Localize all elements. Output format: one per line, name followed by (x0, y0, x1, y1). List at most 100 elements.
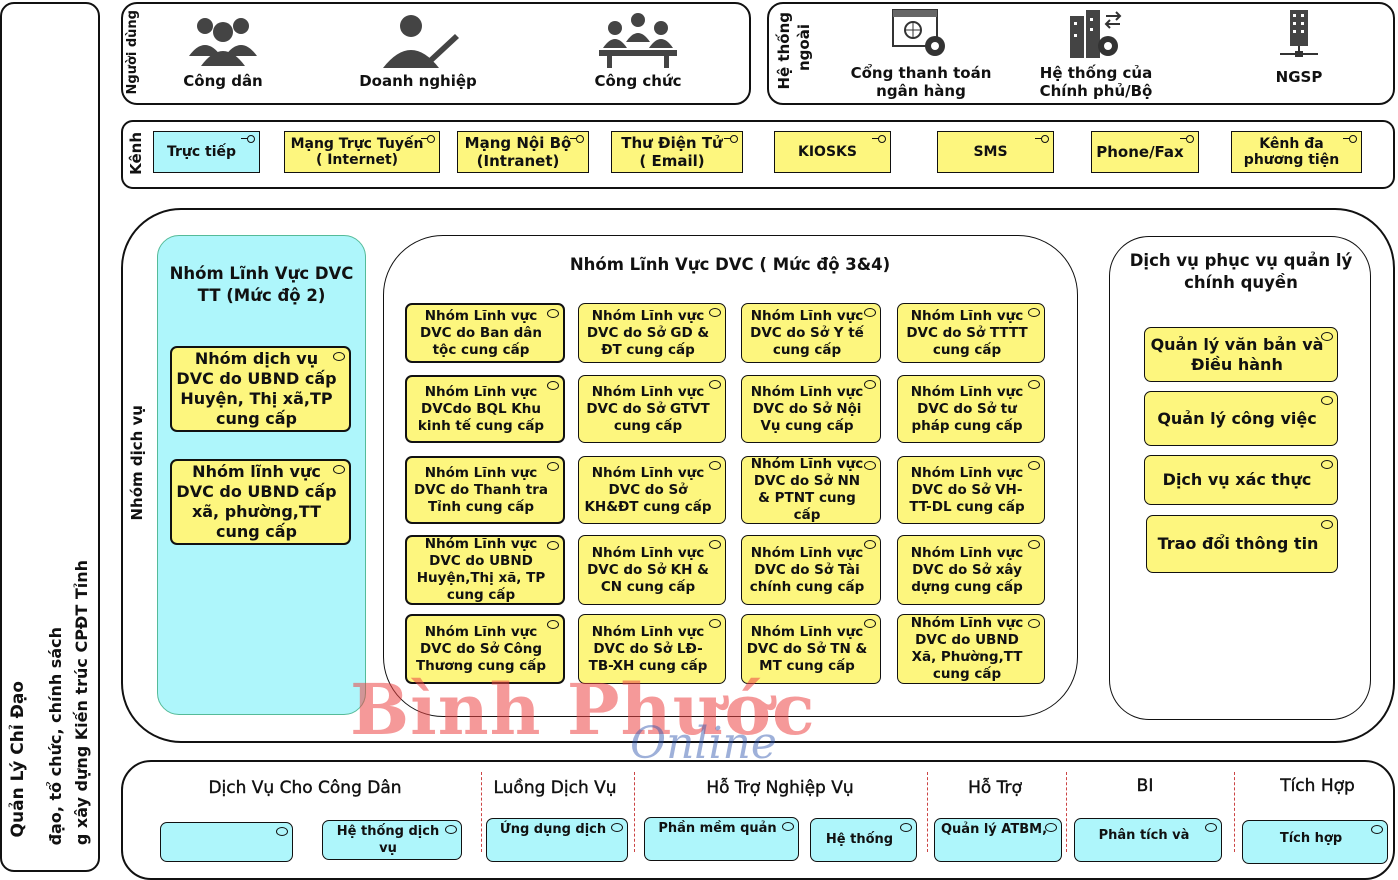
level34-service-label: Nhóm Lĩnh vực DVC do Sở Công Thương cung… (415, 623, 547, 674)
channel-email[interactable]: Thư Điện Tử( Email) (611, 131, 743, 173)
port-icon (1035, 135, 1049, 143)
level34-service-label: Nhóm Lĩnh vực DVC do Sở NN & PTNT cung c… (750, 456, 864, 523)
level34-service-label: Nhóm Lĩnh vực DVC do UBND Huyện,Thị xã, … (416, 536, 546, 603)
port-icon (864, 461, 876, 470)
level34-service-box[interactable]: Nhóm Lĩnh vực DVC do UBND Huyện,Thị xã, … (405, 535, 565, 605)
user-officer-label: Công chức (594, 72, 682, 90)
level34-service-box[interactable]: Nhóm Lĩnh vực DVC do UBND Xã, Phường,TT … (897, 614, 1045, 684)
meeting-group-icon (599, 13, 677, 68)
level34-service-box[interactable]: Nhóm Lĩnh vực DVC do Sở TTTT cung cấp (897, 303, 1045, 363)
user-business: Doanh nghiệp (353, 12, 483, 90)
level34-service-box[interactable]: Nhóm Lĩnh vực DVC do Sở Công Thương cung… (405, 614, 565, 684)
level34-service-label: Nhóm Lĩnh vực DVC do Sở xây dựng cung cấ… (910, 544, 1024, 595)
port-icon (241, 135, 255, 143)
level34-service-box[interactable]: Nhóm Lĩnh vực DVC do Sở NN & PTNT cung c… (741, 456, 881, 524)
level34-service-box[interactable]: Nhóm Lĩnh vực DVC do Sở Tài chính cung c… (741, 535, 881, 605)
bottom-box-integration[interactable]: Tích hợp (1242, 820, 1388, 864)
port-icon (1028, 380, 1040, 389)
level34-service-box[interactable]: Nhóm Lĩnh vực DVC do Thanh tra Tỉnh cung… (405, 456, 565, 524)
channel-intranet[interactable]: Mạng Nội Bộ(Intranet) (457, 131, 589, 173)
port-icon (709, 619, 721, 628)
level34-service-box[interactable]: Nhóm Lĩnh vực DVC do Sở GTVT cung cấp (578, 375, 726, 443)
port-icon (547, 541, 559, 550)
port-icon (709, 308, 721, 317)
level34-service-box[interactable]: Nhóm Lĩnh vực DVC do Sở Y tế cung cấp (741, 303, 881, 363)
level34-service-box[interactable]: Nhóm Lĩnh vực DVC do Sở VH-TT-DL cung cấ… (897, 456, 1045, 524)
level2-service-district[interactable]: Nhóm dịch vụ DVC do UBND cấp Huyện, Thị … (170, 346, 351, 432)
port-icon (1321, 520, 1333, 529)
left-label-sub2: g xây dựng Kiến trúc CPĐT Tỉnh (72, 559, 91, 845)
management-work[interactable]: Quản lý công việc (1144, 391, 1338, 446)
channel-internet[interactable]: Mạng Trực Tuyến( Internet) (284, 131, 440, 173)
web-gear-icon (892, 9, 945, 56)
port-icon (547, 620, 559, 629)
level34-service-label: Nhóm Lĩnh vực DVC do Sở GTVT cung cấp (586, 383, 710, 434)
bottom-box-citizen-2[interactable]: Hệ thống dịch vụ (322, 820, 462, 860)
port-icon (1045, 823, 1057, 832)
level34-service-box[interactable]: Nhóm Lĩnh vực DVC do Sở Nội Vụ cung cấp (741, 375, 881, 443)
bottom-header-bi: BI (1136, 776, 1154, 796)
level34-service-label: Nhóm Lĩnh vực DVCdo BQL Khu kinh tế cung… (417, 383, 545, 434)
bottom-header-flow: Luồng Dịch Vụ (493, 778, 617, 798)
port-icon (724, 135, 738, 143)
port-icon (709, 461, 721, 470)
port-icon (547, 309, 559, 318)
citizen-group-icon (189, 18, 257, 66)
bottom-header-business: Hỗ Trợ Nghiệp Vụ (706, 778, 854, 798)
separator (481, 772, 482, 852)
level34-service-box[interactable]: Nhóm Lĩnh vực DVCdo BQL Khu kinh tế cung… (405, 375, 565, 443)
building-network-icon (1280, 10, 1318, 57)
level2-service-commune[interactable]: Nhóm lĩnh vực DVC do UBND cấp xã, phường… (170, 459, 351, 545)
level34-service-label: Nhóm Lĩnh vực DVC do Sở LĐ-TB-XH cung cấ… (588, 623, 708, 674)
bottom-box-bi[interactable]: Phân tích và (1074, 818, 1222, 862)
bottom-header-support: Hỗ Trợ (968, 778, 1022, 798)
level34-service-box[interactable]: Nhóm Lĩnh vực DVC do Sở xây dựng cung cấ… (897, 535, 1045, 605)
port-icon (900, 823, 912, 832)
level34-service-box[interactable]: Nhóm Lĩnh vực DVC do Sở KH & CN cung cấp (578, 535, 726, 605)
level34-service-box[interactable]: Nhóm Lĩnh vực DVC do Sở LĐ-TB-XH cung cấ… (578, 614, 726, 684)
level34-service-label: Nhóm Lĩnh vực DVC do UBND Xã, Phường,TT … (910, 615, 1024, 682)
level34-service-label: Nhóm Lĩnh vực DVC do Sở KH & CN cung cấp (587, 544, 709, 595)
separator (634, 772, 635, 852)
management-document[interactable]: Quản lý văn bản và Điều hành (1144, 327, 1338, 382)
level34-service-box[interactable]: Nhóm Lĩnh vực DVC do Sở tư pháp cung cấp (897, 375, 1045, 443)
bottom-box-business-1[interactable]: Phần mềm quản (644, 817, 799, 861)
management-exchange[interactable]: Trao đổi thông tin (1146, 515, 1338, 573)
external-label-2: ngoài (795, 24, 813, 71)
bottom-box-flow[interactable]: Ứng dụng dịch (486, 818, 628, 862)
port-icon (547, 381, 559, 390)
channel-phone-fax[interactable]: Phone/Fax (1091, 131, 1199, 173)
port-icon (1180, 135, 1194, 143)
level34-service-box[interactable]: Nhóm Lĩnh vực DVC do Sở GD & ĐT cung cấp (578, 303, 726, 363)
level34-service-box[interactable]: Nhóm Lĩnh vực DVC do Ban dân tộc cung cấ… (405, 303, 565, 363)
separator (1066, 772, 1067, 852)
port-icon (709, 380, 721, 389)
ext-ngsp-label: NGSP (1275, 68, 1323, 86)
external-panel: Hệ thống ngoài Cổng thanh toán ngân hàng… (767, 2, 1395, 105)
port-icon (445, 825, 457, 834)
bottom-box-business-2[interactable]: Hệ thống (810, 818, 917, 862)
bottom-box-support[interactable]: Quản lý ATBM, (934, 818, 1062, 862)
channel-direct[interactable]: Trực tiếp (153, 131, 260, 173)
port-icon (333, 465, 345, 474)
ext-gov-label-1: Hệ thống của (1039, 64, 1153, 82)
bottom-box-citizen-1[interactable] (160, 822, 293, 862)
business-person-icon (383, 15, 459, 68)
ext-bank-label-1: Cổng thanh toán (850, 64, 992, 82)
port-icon (421, 135, 435, 143)
level34-service-label: Nhóm Lĩnh vực DVC do Sở VH-TT-DL cung cấ… (909, 464, 1025, 515)
service-group-panel (121, 208, 1395, 743)
management-authentication[interactable]: Dịch vụ xác thực (1144, 455, 1338, 505)
level34-service-label: Nhóm Lĩnh vực DVC do Thanh tra Tỉnh cung… (414, 464, 548, 515)
channel-sms[interactable]: SMS (937, 131, 1054, 173)
port-icon (709, 540, 721, 549)
level34-service-box[interactable]: Nhóm Lĩnh vực DVC do Sở TN & MT cung cấp (741, 614, 881, 684)
level34-service-box[interactable]: Nhóm Lĩnh vực DVC do Sở KH&ĐT cung cấp (578, 456, 726, 524)
level34-service-label: Nhóm Lĩnh vực DVC do Ban dân tộc cung cấ… (420, 307, 542, 358)
ext-bank-label-2: ngân hàng (876, 82, 966, 100)
channels-label: Kênh (127, 132, 145, 175)
channel-kiosks[interactable]: KIOSKS (774, 131, 891, 173)
port-icon (611, 823, 623, 832)
level34-title: Nhóm Lĩnh Vực DVC ( Mức độ 3&4) (569, 255, 891, 274)
